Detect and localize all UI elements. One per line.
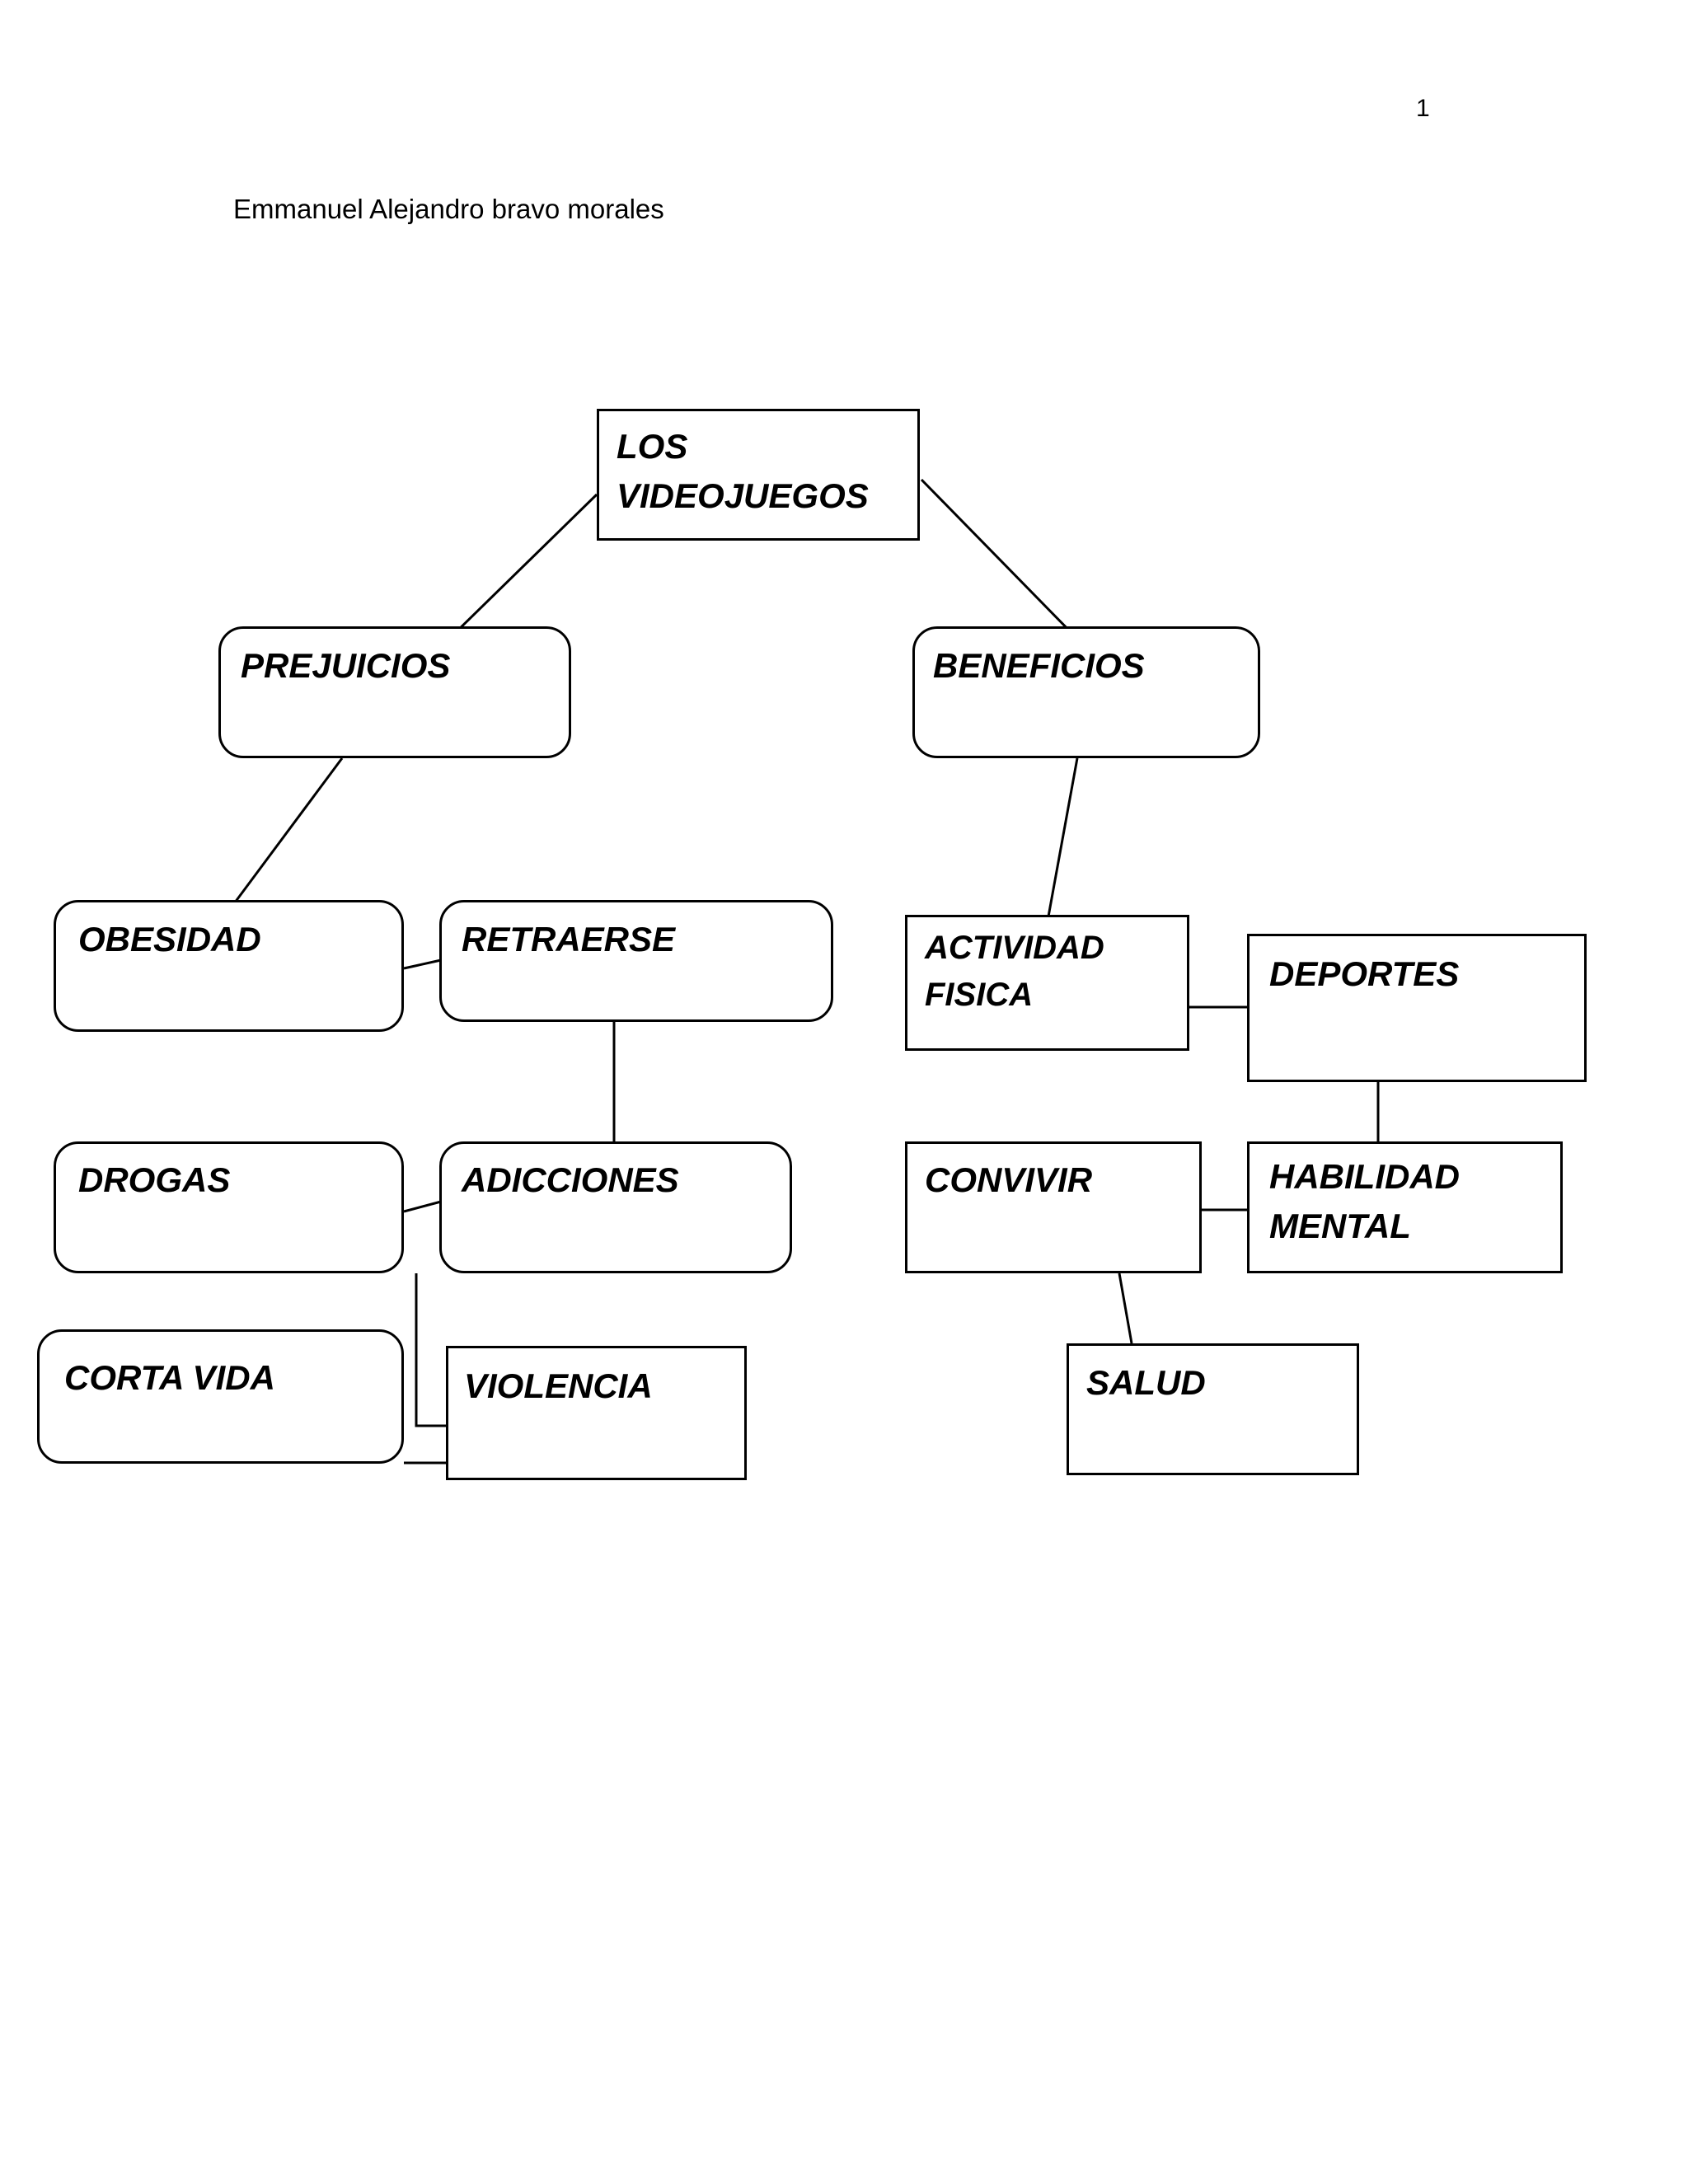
node-box-retraerse[interactable] (439, 900, 833, 1022)
connector-drogas-to-violencia (415, 1273, 449, 1427)
connector-beneficios-to-actividad (1047, 757, 1079, 917)
node-box-salud[interactable] (1067, 1343, 1359, 1475)
node-box-prejuicios[interactable] (218, 626, 571, 758)
node-box-convivir[interactable] (905, 1141, 1202, 1273)
node-box-corta-vida[interactable] (37, 1329, 404, 1464)
node-box-adicciones[interactable] (439, 1141, 792, 1273)
node-box-los-videojuegos[interactable] (597, 409, 920, 541)
connector-root-to-beneficios (920, 478, 1079, 640)
connector-convivir-to-salud (1118, 1272, 1133, 1344)
node-box-deportes[interactable] (1247, 934, 1587, 1082)
connector-drogas-to-adicciones (403, 1200, 442, 1213)
connector-obesidad-to-retraerse (403, 958, 442, 970)
node-box-drogas[interactable] (54, 1141, 404, 1273)
page-number: 1 (1416, 95, 1430, 122)
connector-root-to-prejuicios (448, 493, 598, 640)
node-box-obesidad[interactable] (54, 900, 404, 1032)
author-name: Emmanuel Alejandro bravo morales (233, 194, 664, 224)
connector-prejuicios-to-obesidad (233, 757, 344, 903)
node-box-actividad-fisica[interactable] (905, 915, 1189, 1051)
node-box-habilidad-mental[interactable] (1247, 1141, 1563, 1273)
node-box-beneficios[interactable] (912, 626, 1260, 758)
node-box-violencia[interactable] (446, 1346, 747, 1480)
